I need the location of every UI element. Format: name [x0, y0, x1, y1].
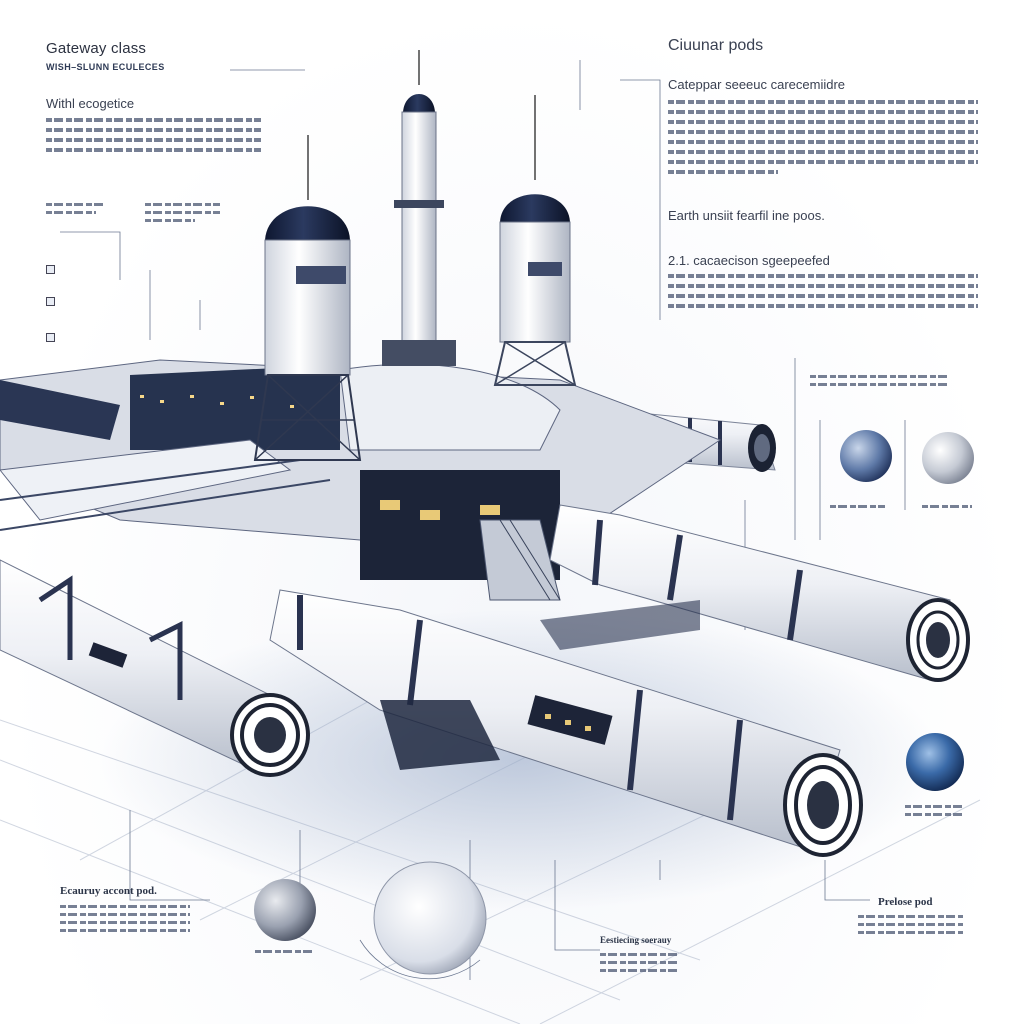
lunar-pods-note: Earth unsiit fearfil ine poos. [668, 208, 825, 223]
gas-planet-icon [254, 879, 316, 941]
planet-label-2 [922, 500, 972, 513]
planet-legend-text [810, 370, 950, 391]
lunar-pods-section-heading: Cateppar seeeuc carecemiidre [668, 77, 846, 92]
tower-left [253, 135, 362, 461]
lunar-pods-title: Ciuunar pods [668, 37, 764, 54]
gateway-section-heading: Withl ecogetice [46, 96, 135, 111]
legend-marker-2 [46, 297, 55, 306]
pod-tube-left [0, 559, 310, 777]
planet-label-1 [830, 500, 885, 513]
tower-right [493, 95, 577, 386]
earth-label [905, 800, 965, 821]
caption-prelose-pod-text [858, 910, 963, 939]
gateway-legend-list [46, 198, 106, 219]
planet-icon-blue [840, 430, 892, 482]
moon-icon [373, 861, 487, 975]
gateway-legend-list-2 [145, 198, 220, 227]
gateway-title: Gateway class [46, 40, 147, 57]
lunar-pods-subsection: 2.1. cacaecison sgeepeefed [668, 253, 830, 268]
gas-planet-label [255, 945, 315, 958]
lunar-pods-body-text [668, 94, 978, 180]
gateway-body-text [46, 112, 261, 158]
pod-tube-center [269, 589, 863, 857]
caption-economy-pod: Ecauruy accont pod. [60, 885, 157, 897]
lunar-pods-sub-body [668, 268, 978, 314]
legend-marker-3 [46, 333, 55, 342]
pod-tube-right [549, 504, 970, 682]
gateway-subtitle: WISH–SLUNN ECULECES [46, 62, 165, 72]
caption-existing-scenery: Eestiecing soerauy [600, 935, 672, 945]
earth-icon [906, 733, 964, 791]
caption-prelose-pod: Prelose pod [878, 896, 933, 908]
caption-existing-scenery-text [600, 948, 680, 977]
caption-economy-pod-text [60, 900, 190, 937]
planet-icon-grey [922, 432, 974, 484]
tower-center [382, 50, 456, 366]
legend-marker-1 [46, 265, 55, 274]
